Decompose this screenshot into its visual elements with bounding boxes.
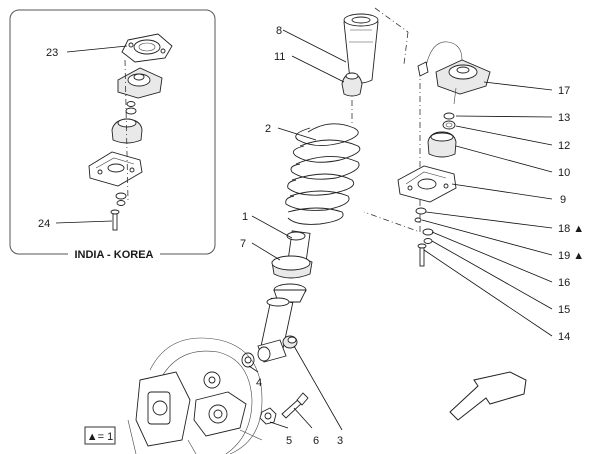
inset-bump-stop <box>111 118 143 144</box>
upper-lower-plate <box>397 165 457 203</box>
callout-9: 9 <box>560 194 566 206</box>
washer-16 <box>422 228 434 236</box>
callout-4: 4 <box>256 377 262 389</box>
direction-arrow <box>449 371 527 421</box>
upper-washer-12 <box>442 120 456 130</box>
inset-top-plate <box>121 33 173 63</box>
callout-10: 10 <box>558 167 570 179</box>
dust-boot <box>343 13 379 84</box>
bolt-14 <box>417 243 427 267</box>
callout-8: 8 <box>276 25 282 37</box>
callout-7: 7 <box>240 238 246 250</box>
callout-14: 14 <box>558 331 570 343</box>
callout-13: 13 <box>558 112 570 124</box>
coil-spring <box>285 123 361 225</box>
inset-panel: INDIA - KOREA <box>9 9 216 261</box>
bolt <box>281 392 309 419</box>
callout-11: 11 <box>274 51 285 63</box>
inset-nut <box>115 192 127 206</box>
washer <box>241 352 255 368</box>
upper-mount-with-sensor <box>417 41 491 105</box>
inset-strut-mount <box>117 67 163 99</box>
inset-bolt <box>110 209 120 231</box>
inset-title: INDIA - KOREA <box>74 249 153 261</box>
bump-stop <box>341 72 363 97</box>
bushing <box>282 335 298 349</box>
nut <box>259 407 277 425</box>
washer-19 <box>414 217 422 223</box>
wheel-hub-knuckle <box>127 337 263 454</box>
shock-absorber <box>257 230 313 363</box>
callout-18: 18 ▲ <box>558 223 584 235</box>
callout-24: 24 <box>38 218 50 230</box>
upper-bump-stop <box>427 131 457 158</box>
callout-23: 23 <box>46 47 58 59</box>
washer-15 <box>423 238 433 244</box>
callout-3: 3 <box>337 435 343 447</box>
inset-lower-bracket <box>88 151 143 187</box>
callout-1: 1 <box>242 211 248 223</box>
legend-box: ▲= 1 <box>84 426 116 445</box>
inset-washers <box>125 101 137 115</box>
upper-washer-13 <box>443 112 455 120</box>
callout-2: 2 <box>265 123 271 135</box>
callout-12: 12 <box>558 140 570 152</box>
callout-16: 16 <box>558 277 570 289</box>
callout-15: 15 <box>558 304 570 316</box>
callout-17: 17 <box>558 85 570 97</box>
legend-text: ▲= 1 <box>87 431 114 443</box>
leader-lines <box>248 29 553 431</box>
callout-19: 19 ▲ <box>558 250 584 262</box>
callout-6: 6 <box>313 435 319 447</box>
nut-18 <box>415 207 427 215</box>
callout-5: 5 <box>286 435 292 447</box>
